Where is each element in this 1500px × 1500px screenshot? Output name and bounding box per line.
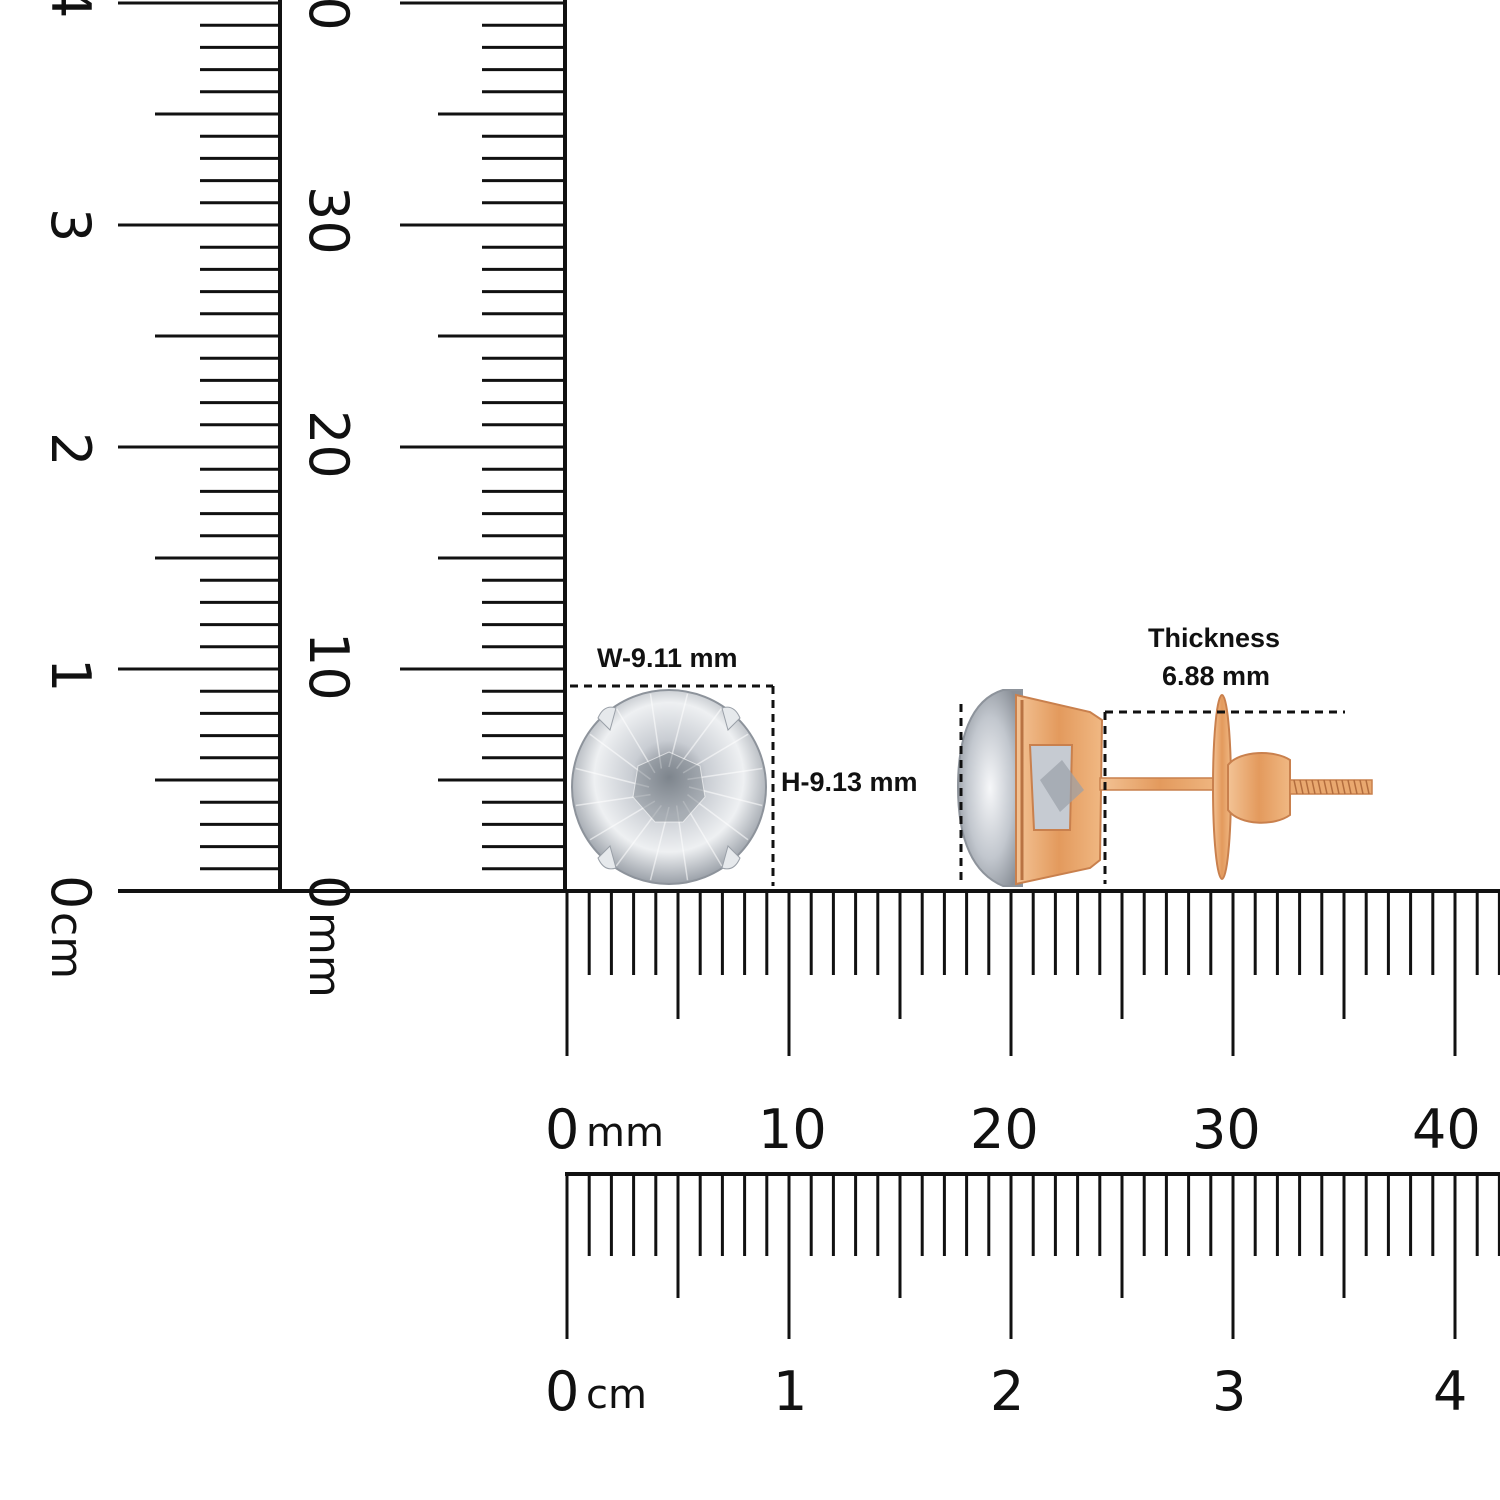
bottom-cm-label-2: 2 xyxy=(990,1360,1024,1423)
left-mm-label-40: 40 xyxy=(297,0,360,31)
thread-line xyxy=(1299,779,1304,795)
diamond-stud-side-icon xyxy=(956,689,1373,887)
left-mm-label-30: 30 xyxy=(297,186,360,255)
left-cm-unit: cm xyxy=(41,912,92,979)
bottom-mm-label-30: 30 xyxy=(1192,1098,1261,1161)
left-mm-label-20: 20 xyxy=(297,410,360,479)
thickness-dimension: Thickness 6.88 mm xyxy=(959,623,1345,884)
bottom-mm-label-20: 20 xyxy=(970,1098,1039,1161)
width-label: W-9.11 mm xyxy=(597,643,738,673)
thread-line xyxy=(1323,779,1328,795)
bottom-cm-label-1: 1 xyxy=(773,1360,807,1423)
thickness-title: Thickness xyxy=(1148,623,1280,653)
diamond-stud-front-icon xyxy=(571,689,767,885)
thread-line xyxy=(1329,779,1334,795)
thread-line xyxy=(1365,779,1370,795)
thread-line xyxy=(1359,779,1364,795)
bottom-mm-unit: mm xyxy=(586,1110,664,1156)
left-mm-ruler: 0 mm 10 20 30 40 xyxy=(297,0,567,998)
left-cm-ruler: 0 cm 1 2 3 4 xyxy=(39,0,282,979)
thread-line xyxy=(1317,779,1322,795)
thread-line xyxy=(1335,779,1340,795)
bottom-mm-label-40: 40 xyxy=(1412,1098,1481,1161)
left-cm-label-zero: 0 xyxy=(39,875,102,909)
bottom-mm-label-zero: 0 xyxy=(545,1098,579,1161)
bottom-cm-unit: cm xyxy=(586,1372,647,1418)
left-cm-label-2: 2 xyxy=(39,432,102,466)
left-cm-label-4: 4 xyxy=(39,0,102,18)
bottom-cm-ruler: 0 cm 1 2 3 4 xyxy=(545,1172,1500,1423)
thread-line xyxy=(1311,779,1316,795)
left-cm-label-3: 3 xyxy=(39,208,102,242)
thread-line xyxy=(1341,779,1346,795)
left-mm-unit: mm xyxy=(299,912,350,998)
bottom-mm-label-10: 10 xyxy=(758,1098,827,1161)
bottom-mm-ruler: 0 mm 10 20 30 40 xyxy=(545,891,1500,1161)
thickness-value: 6.88 mm xyxy=(1162,661,1270,691)
thread-line xyxy=(1305,779,1310,795)
thread-line xyxy=(1347,779,1352,795)
thread-line xyxy=(1293,779,1298,795)
bottom-cm-label-3: 3 xyxy=(1212,1360,1246,1423)
bottom-cm-label-zero: 0 xyxy=(545,1360,579,1423)
left-cm-label-1: 1 xyxy=(39,658,102,692)
left-mm-label-10: 10 xyxy=(297,632,360,701)
height-label: H-9.13 mm xyxy=(781,767,918,797)
width-dimension: W-9.11 mm xyxy=(570,643,775,886)
bottom-cm-label-4: 4 xyxy=(1433,1360,1467,1423)
thread-line xyxy=(1353,779,1358,795)
